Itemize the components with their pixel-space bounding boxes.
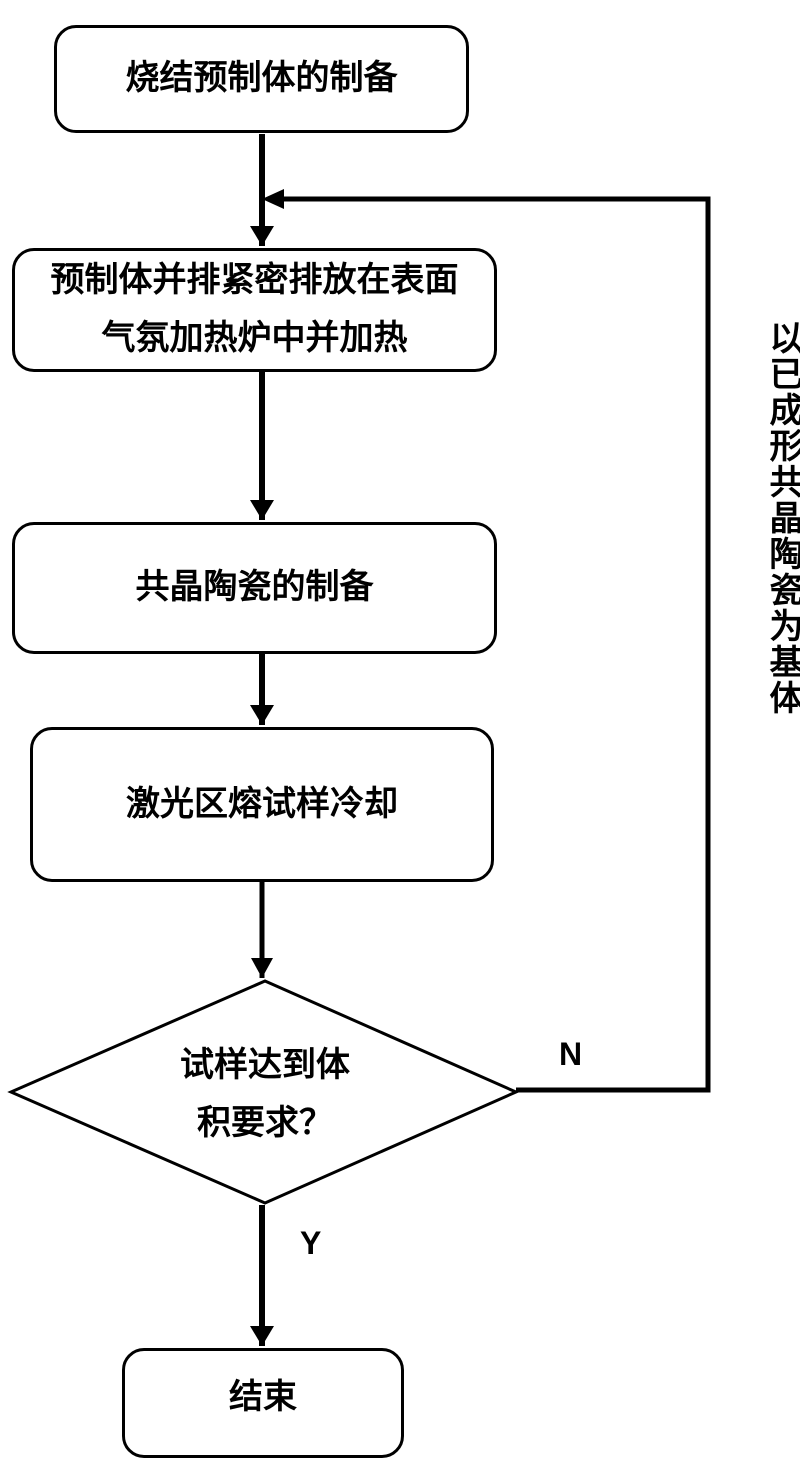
- arrowhead-end: [250, 1326, 274, 1346]
- decision-line-2: 积要求？: [197, 1102, 333, 1143]
- arrowhead-s4: [250, 705, 274, 725]
- decision-text: 试样达到体 积要求？: [120, 1037, 410, 1153]
- arrowhead-decision: [251, 958, 273, 978]
- loop-side-label: 以已成形共晶陶瓷为基体: [763, 320, 800, 716]
- step-laser-zone-melt: 激光区熔试样冷却: [30, 727, 494, 882]
- step-laser-zone-melt-label: 激光区熔试样冷却: [126, 783, 398, 824]
- step-eutectic-ceramic: 共晶陶瓷的制备: [12, 522, 497, 654]
- end-node: 结束: [122, 1348, 404, 1458]
- label-yes: Y: [300, 1225, 322, 1261]
- loop-back-line: [268, 196, 711, 1093]
- arrowhead-s3: [250, 500, 274, 520]
- step-arrange-and-heat: 预制体并排紧密排放在表面气氛加热炉中并加热: [12, 248, 497, 372]
- arrowhead-s2: [250, 226, 274, 246]
- flowchart-connectors: [7, 134, 711, 1346]
- decision-line-1: 试样达到体: [180, 1045, 350, 1085]
- step-sinter-preform-label: 烧结预制体的制备: [125, 58, 398, 99]
- decision-diamond: [7, 979, 520, 1205]
- label-no: N: [559, 1036, 583, 1072]
- step-sinter-preform: 烧结预制体的制备: [54, 25, 469, 133]
- step-eutectic-ceramic-label: 共晶陶瓷的制备: [135, 567, 374, 608]
- step-arrange-and-heat-label: 预制体并排紧密排放在表面气氛加热炉中并加热: [50, 260, 459, 358]
- loop-arrowhead: [262, 189, 284, 209]
